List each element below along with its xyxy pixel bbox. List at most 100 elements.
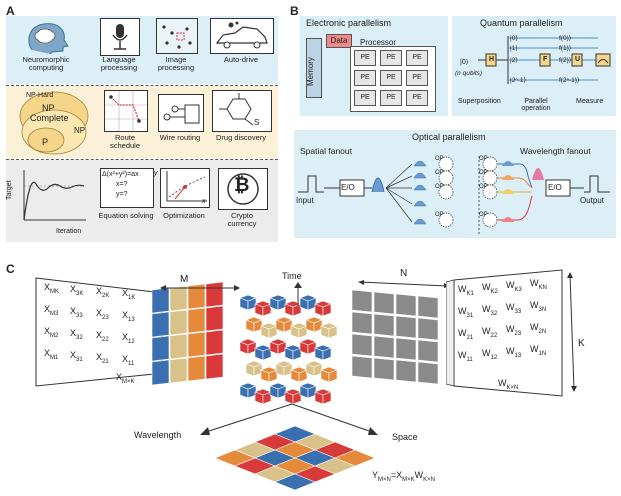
quantum-title: Quantum parallelism [480, 18, 563, 28]
cube-block [298, 369, 308, 383]
processor-label: Processor [360, 38, 397, 47]
x-stack-tile [169, 357, 188, 384]
w-stack-tile [351, 333, 373, 357]
op-label: OP [479, 212, 488, 218]
x-matrix-cell: XM2 [44, 326, 59, 339]
x-matrix-cell: X13 [122, 310, 135, 323]
w-stack-tile [373, 313, 395, 337]
x-stack-tile [151, 311, 170, 338]
convergence-plot-icon [23, 170, 86, 221]
divider [6, 159, 278, 160]
x-matrix-cell: X22 [96, 330, 109, 343]
x-stack-tile [187, 283, 206, 310]
route-map-icon [104, 90, 148, 132]
w-matrix-card [446, 269, 563, 397]
x-matrix-cell: X12 [122, 332, 135, 345]
venn-nphard: NP-Hard [26, 92, 54, 99]
k-arrow [567, 272, 577, 392]
complexity-venn-diagram [19, 91, 89, 155]
x-stack-tile [187, 331, 206, 358]
output-equation: YM×N=XM×KWK×N [372, 470, 435, 483]
w-stack-tile [373, 291, 395, 315]
cube-block [322, 303, 332, 317]
w-stack-tile [395, 359, 417, 383]
op-label: OP [479, 184, 488, 190]
f-state: f(2ⁿ-1)⟩ [559, 77, 580, 84]
w-stack-tile [351, 355, 373, 379]
n-label: N [400, 268, 408, 279]
cube-block [322, 347, 332, 361]
memory-block [306, 38, 322, 98]
panel-b-label: B [290, 4, 299, 18]
electronic-title: Electronic parallelism [306, 18, 392, 28]
cube-block [328, 369, 338, 383]
spatial-fanout-label: Spatial fanout [300, 146, 352, 156]
w-stack-tile [417, 295, 439, 319]
state-ket: |2ⁿ-1⟩ [510, 77, 526, 84]
bitcoin-icon [218, 168, 268, 210]
w-stack-tile [395, 315, 417, 339]
pe-cell: PE [380, 90, 402, 106]
w-stack-tile [395, 293, 417, 317]
w-stack-tile [417, 361, 439, 385]
n-arrow [358, 280, 450, 288]
eo-right: E/O [548, 183, 562, 192]
pe-cell: PE [354, 90, 376, 106]
venn-np: NP [74, 126, 86, 135]
input-label: Input [296, 196, 314, 205]
x-stack-tile [151, 359, 170, 386]
pe-cell: PE [406, 70, 428, 86]
x-stack-tile [169, 309, 188, 336]
w-matrix-cell: WK1 [458, 284, 474, 297]
x-matrix-cell: X23 [96, 308, 109, 321]
equation-line3: y=? [116, 191, 128, 198]
w-grey-stack [351, 289, 439, 385]
x-stack-tile [205, 353, 224, 380]
op-label: OP [435, 156, 444, 162]
equation-box [100, 168, 154, 208]
data-block: Data [326, 34, 352, 48]
car-icon [210, 18, 274, 54]
floor-tile [274, 473, 316, 491]
pe-cell: PE [406, 90, 428, 106]
ket0-label: |0⟩ [460, 59, 469, 66]
quantum-circuit [478, 36, 611, 84]
output-label: Output [580, 196, 605, 205]
row1-label-1: Language processing [100, 55, 138, 72]
w-matrix-cell: W23 [506, 324, 522, 337]
cube-block [268, 369, 278, 383]
w-stack-tile [417, 339, 439, 363]
central-cube [239, 294, 338, 405]
w-matrix-cell: WK2 [482, 282, 498, 295]
state-ket: |0⟩ [510, 35, 518, 42]
wire-routing-icon [158, 94, 204, 132]
gate-f: F [543, 56, 548, 63]
x-matrix-cell: X3K [70, 284, 84, 297]
x-matrix-label: XM×K [116, 372, 135, 385]
cube-block [268, 325, 278, 339]
op-label: OP [479, 156, 488, 162]
quantum-step-1: Parallel operation [521, 98, 551, 112]
w-matrix-cell: W22 [482, 326, 498, 339]
w-matrix-cell: W13 [506, 346, 522, 359]
opt-y-label: y [154, 170, 158, 177]
w-matrix-cell: WK3 [506, 280, 522, 293]
drug-atom: S [254, 118, 260, 127]
w-matrix-cell: W1N [530, 344, 547, 357]
pe-cell: PE [406, 50, 428, 66]
venn-npcomplete-2: Complete [30, 113, 69, 123]
equation-line1: Δ(x²+y²)=ax [102, 171, 139, 178]
w-stack-tile [351, 311, 373, 335]
x-stack-tile [205, 329, 224, 356]
x-matrix-cell: XM1 [44, 348, 59, 361]
w-matrix-cell: W11 [458, 350, 473, 363]
x-matrix-cell: XM3 [44, 304, 59, 317]
quantum-step-0: Superposition [458, 98, 501, 105]
w-stack-tile [351, 289, 373, 313]
op-label: OP [479, 170, 488, 176]
time-axis-label: Time [282, 271, 302, 281]
quantum-bg [452, 16, 616, 116]
quantum-step-2: Measure [576, 98, 604, 105]
gate-h: H [489, 56, 495, 63]
op-label: OP [435, 170, 444, 176]
